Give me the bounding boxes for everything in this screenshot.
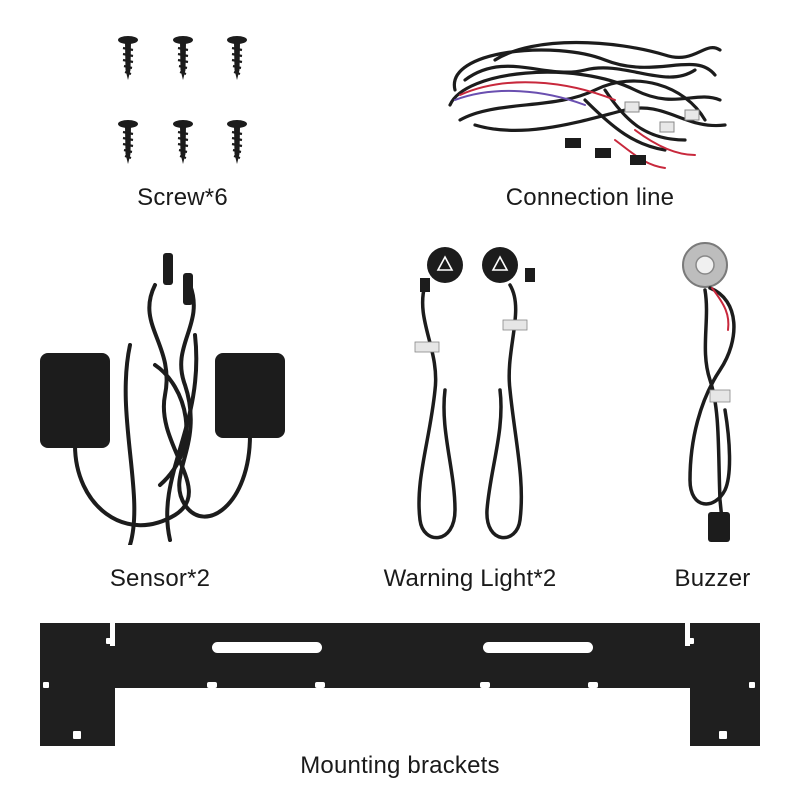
- connection-line-label: Connection line: [505, 184, 675, 211]
- sensor-image: [35, 245, 295, 545]
- mounting-bracket-illustration: [40, 623, 760, 746]
- mounting-bracket-image: [35, 618, 765, 753]
- buzzer-illustration: [682, 242, 736, 542]
- buzzer-label: Buzzer: [674, 565, 751, 592]
- buzzer-image: [670, 240, 760, 550]
- screws-image: [100, 30, 260, 175]
- warning-triangle-icon: [436, 255, 509, 271]
- connection-line-illustration: [448, 40, 727, 169]
- screws-illustration: [116, 34, 249, 166]
- warning-light-illustration: [414, 247, 535, 540]
- connection-line-image: [435, 30, 735, 175]
- warning-light-image: [395, 240, 555, 550]
- mounting-brackets-label: Mounting brackets: [300, 752, 500, 779]
- screws-label: Screw*6: [137, 184, 228, 211]
- warning-light-label: Warning Light*2: [383, 565, 557, 592]
- sensor-label: Sensor*2: [109, 565, 211, 592]
- sensor-illustration: [40, 253, 285, 545]
